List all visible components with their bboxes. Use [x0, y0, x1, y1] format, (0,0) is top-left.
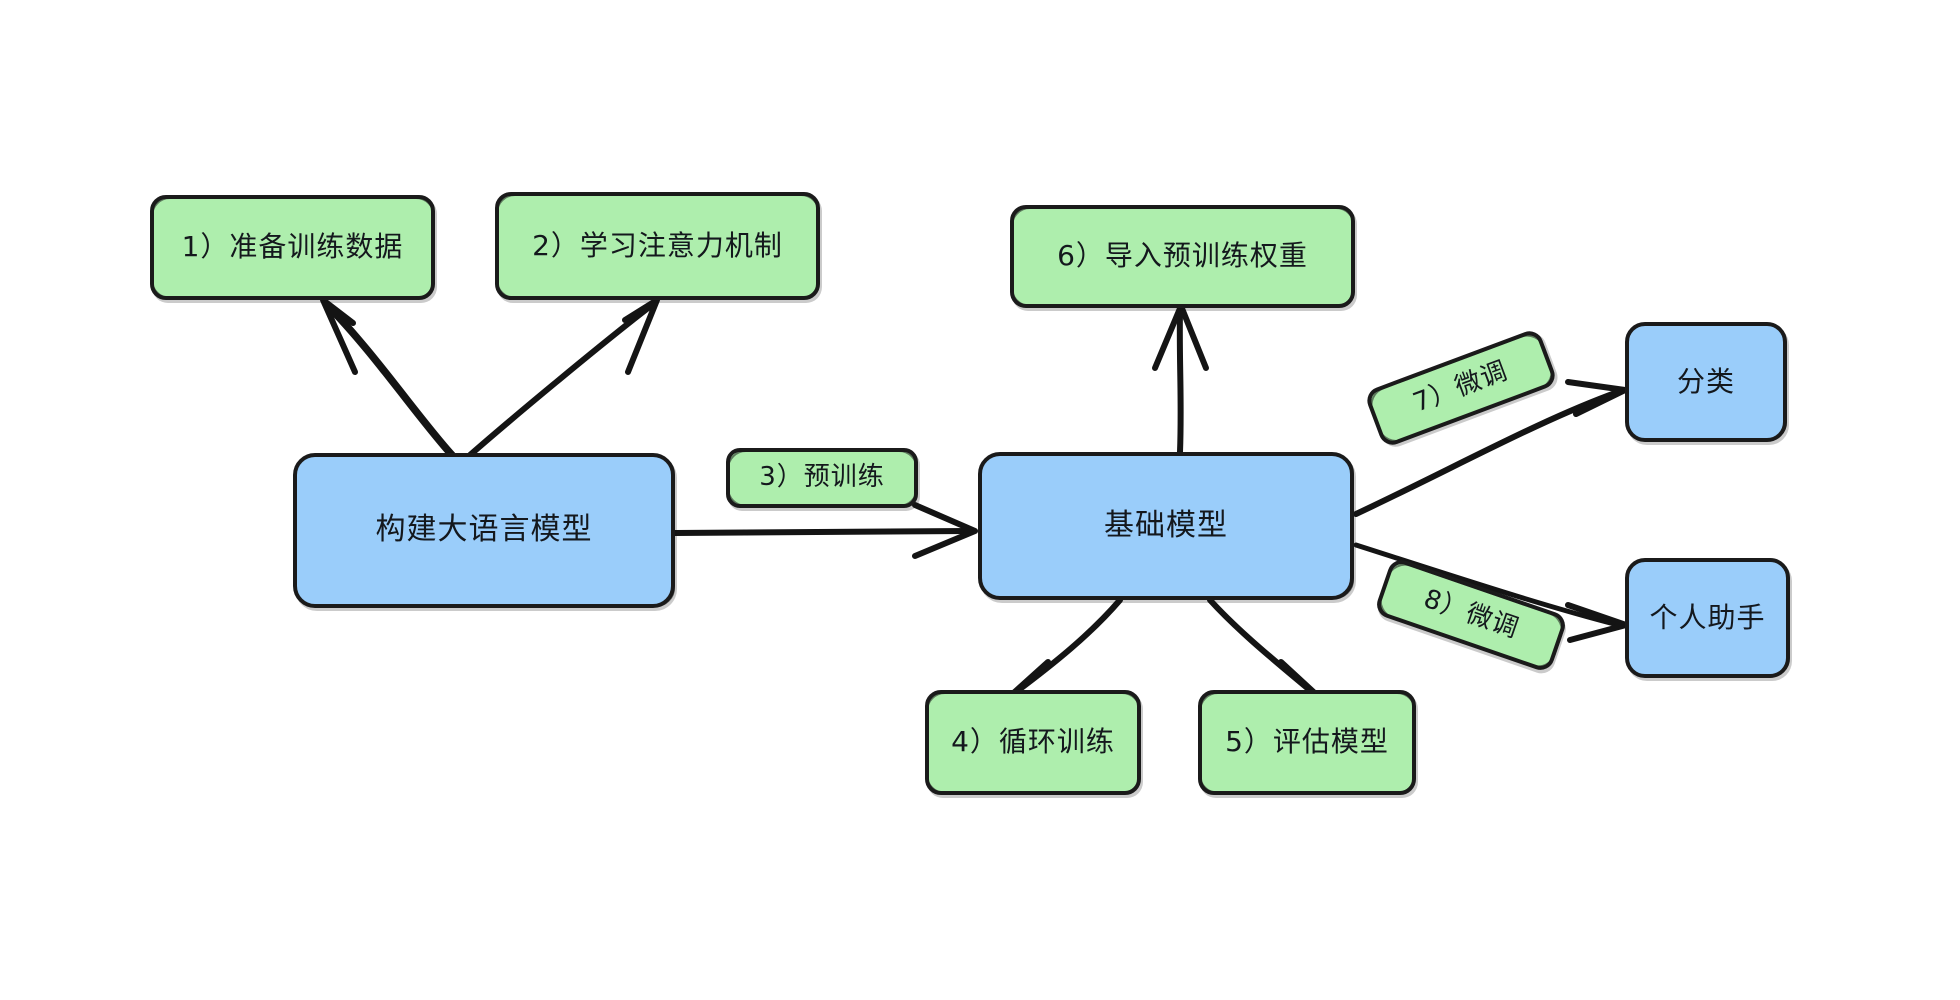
node-build-llm-label: 构建大语言模型: [375, 512, 593, 548]
node-step1-label: 1）准备训练数据: [181, 230, 404, 264]
node-base-model[interactable]: 基础模型: [978, 452, 1354, 600]
node-step2[interactable]: 2）学习注意力机制: [495, 192, 820, 300]
node-step8[interactable]: 8）微调: [1373, 556, 1569, 674]
node-step1[interactable]: 1）准备训练数据: [150, 195, 435, 300]
node-step8-label: 8）微调: [1419, 583, 1523, 645]
node-step2-label: 2）学习注意力机制: [532, 228, 783, 262]
node-classification[interactable]: 分类: [1625, 322, 1787, 442]
edge-llm-to-step1: [320, 297, 456, 459]
node-step4-label: 4）循环训练: [951, 725, 1115, 759]
node-step4[interactable]: 4）循环训练: [925, 690, 1141, 795]
node-step5[interactable]: 5）评估模型: [1198, 690, 1416, 795]
node-base-model-label: 基础模型: [1104, 507, 1228, 543]
node-step5-label: 5）评估模型: [1225, 725, 1389, 759]
edge-llm-to-step2: [467, 297, 660, 458]
node-classification-label: 分类: [1676, 364, 1735, 398]
node-step6[interactable]: 6）导入预训练权重: [1010, 205, 1355, 308]
node-build-llm[interactable]: 构建大语言模型: [293, 453, 675, 608]
node-step7[interactable]: 7）微调: [1363, 327, 1559, 449]
edge-llm-to-base: [672, 502, 978, 559]
node-personal-assistant-label: 个人助手: [1649, 600, 1766, 634]
edge-base-to-step5: [1207, 597, 1323, 703]
edge-base-to-step6: [1152, 303, 1209, 455]
node-personal-assistant[interactable]: 个人助手: [1625, 558, 1790, 678]
node-step3-label: 3）预训练: [759, 462, 885, 493]
node-step7-label: 7）微调: [1409, 355, 1513, 419]
node-step3[interactable]: 3）预训练: [726, 448, 918, 508]
node-step6-label: 6）导入预训练权重: [1057, 239, 1308, 273]
edge-base-to-step4: [1005, 597, 1123, 703]
